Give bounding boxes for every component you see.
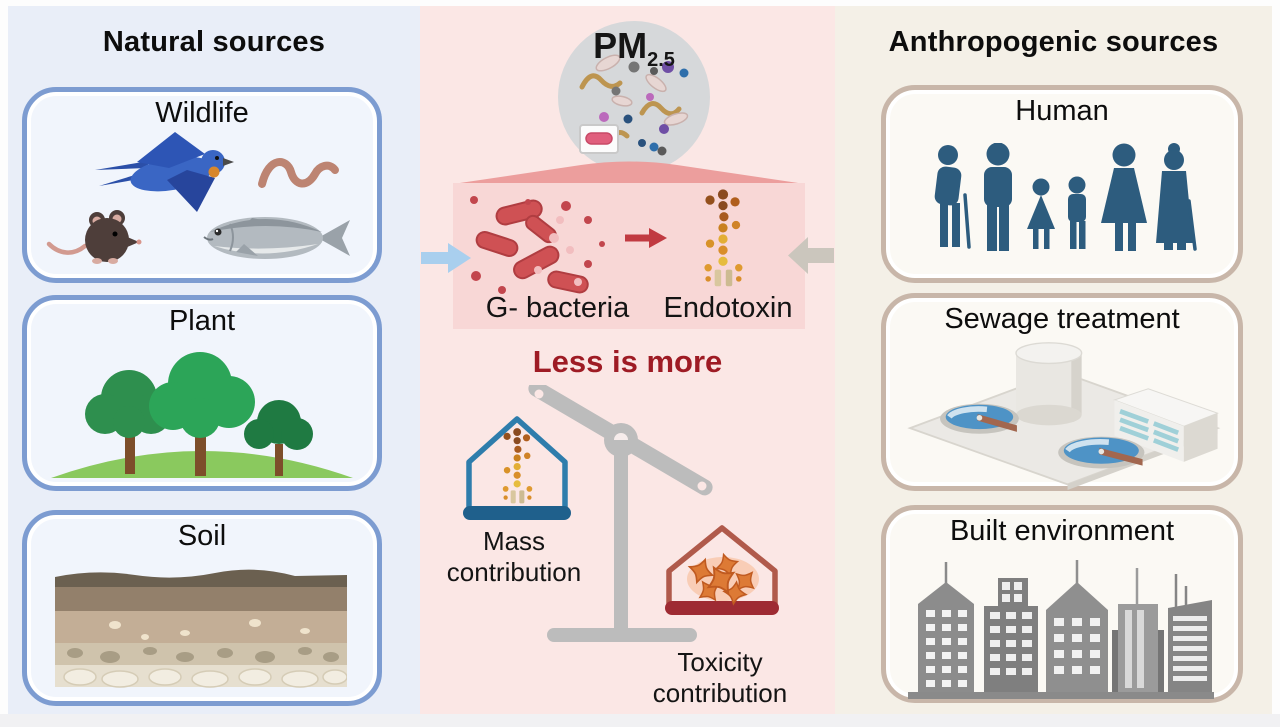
built-environment-label: Built environment bbox=[949, 515, 1175, 547]
soil-icon bbox=[55, 567, 347, 689]
human-family-icon bbox=[928, 143, 1198, 255]
wildlife-box: Wildlife bbox=[22, 87, 382, 283]
plant-box: Plant bbox=[22, 295, 382, 491]
gram-negative-bacteria-icon bbox=[468, 192, 620, 304]
deposition-surface-icon bbox=[453, 158, 805, 184]
pm25-label: PM2.5 bbox=[593, 25, 675, 72]
bottom-margin bbox=[0, 714, 1280, 727]
plant-icon bbox=[37, 340, 367, 482]
sewage-plant-icon bbox=[896, 340, 1226, 490]
soil-label: Soil bbox=[177, 520, 227, 552]
reaction-arrow-icon bbox=[625, 228, 667, 248]
natural-sources-panel: Natural sources Wildlife bbox=[8, 6, 420, 714]
city-buildings-icon bbox=[896, 552, 1226, 702]
pm25-particle-icon: PM2.5 bbox=[558, 21, 710, 173]
sewage-treatment-label: Sewage treatment bbox=[944, 303, 1180, 335]
endotoxin-label: Endotoxin bbox=[663, 292, 793, 324]
wildlife-label: Wildlife bbox=[155, 97, 249, 129]
mass-house-icon bbox=[463, 416, 571, 520]
toxicity-house-icon bbox=[665, 525, 779, 615]
balance-scale-icon bbox=[435, 385, 795, 710]
plant-label: Plant bbox=[168, 305, 236, 337]
gbacteria-label: G- bacteria bbox=[485, 292, 630, 324]
human-label: Human bbox=[1015, 95, 1109, 127]
center-panel: PM2.5 bbox=[420, 6, 835, 714]
slogan-text: Less is more bbox=[532, 344, 723, 379]
natural-input-arrow-icon bbox=[421, 243, 471, 273]
anthropogenic-input-arrow-icon bbox=[788, 237, 834, 274]
human-box: Human bbox=[881, 85, 1243, 283]
anthropogenic-sources-title: Anthropogenic sources bbox=[888, 26, 1219, 58]
wildlife-icon bbox=[37, 132, 367, 268]
natural-sources-title: Natural sources bbox=[102, 26, 326, 58]
built-environment-box: Built environment bbox=[881, 505, 1243, 703]
sewage-treatment-box: Sewage treatment bbox=[881, 293, 1243, 491]
soil-box: Soil bbox=[22, 510, 382, 706]
endotoxin-molecule-icon bbox=[697, 188, 749, 290]
anthropogenic-sources-panel: Anthropogenic sources Human bbox=[835, 6, 1272, 714]
